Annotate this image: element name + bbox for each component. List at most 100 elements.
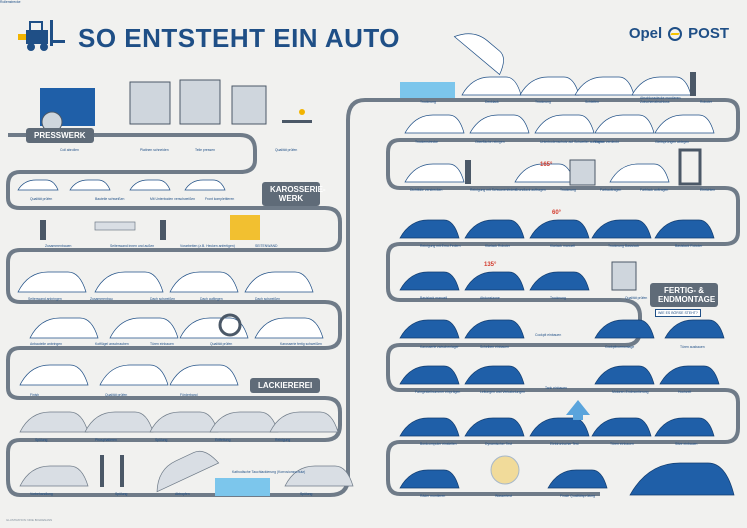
left-station-label: Seitenwand anbringen — [28, 297, 62, 301]
right-station-label: Bordcomputer einstellen — [420, 442, 457, 446]
temp-165: 165° — [540, 162, 553, 168]
right-station-label: Grundlack auftragen — [515, 188, 546, 192]
left-station-label: Spülung — [300, 492, 313, 496]
left-station-label: Kathodische Tauchlackierung (Korrosionss… — [232, 470, 306, 474]
opel-emblem-icon — [668, 26, 683, 41]
section-presswerk: PRESSWERK — [26, 128, 94, 143]
right-station-label: Roboter — [700, 100, 713, 104]
right-station-label: Hochzeit — [678, 390, 692, 394]
right-station-label: Qualität prüfen — [625, 296, 648, 300]
left-station-label: Abtropfen — [175, 492, 190, 496]
right-station-label: Trocknung — [560, 188, 576, 192]
right-station-label: Trocknung Basislack — [608, 244, 640, 248]
temp-135: 135° — [484, 262, 497, 268]
left-station-label: Qualität prüfen — [30, 197, 53, 201]
brand-opel: Opel — [628, 25, 663, 42]
right-car-row-4 — [399, 219, 715, 239]
right-station-label: Klarlack Roboter — [485, 244, 511, 248]
left-station-label: Spülung — [115, 492, 128, 496]
left-station-label: Anbauteile anbringen — [30, 342, 63, 346]
right-car-row-1 — [461, 72, 696, 96]
right-station-label: Dynamischer Test — [485, 442, 512, 446]
right-station-label: Reinigung mit Emu-Federn — [420, 244, 461, 248]
left-station-label: Karosserie fertig schweißen — [280, 342, 322, 346]
right-station-label: Basislack Roboter — [675, 244, 703, 248]
left-station-label: Vorbehandlung — [30, 492, 53, 496]
left-robot-row — [40, 215, 260, 240]
right-station-label: Basislack manuell — [420, 296, 448, 300]
right-conveyor-belt — [380, 98, 740, 496]
left-station-label: Qualität prüfen — [210, 342, 233, 346]
left-station-label: Finish — [30, 393, 40, 397]
left-station-label: Seitenwand innen und außen — [110, 244, 155, 248]
left-station-label: Coil abrollen — [60, 148, 79, 152]
left-station-label: Reinigung — [275, 438, 291, 442]
right-station-label: Motoren-Endmontierung — [612, 390, 649, 394]
right-station-label: Cockpitvormontage — [605, 345, 635, 349]
right-car-row-7 — [399, 365, 720, 385]
right-car-row-5 — [399, 261, 637, 291]
left-station-label: Türen einbauen — [150, 342, 174, 346]
left-station-label: Mit Unterboden verschweißen — [150, 197, 196, 201]
right-station-label: Decklack — [485, 100, 499, 104]
press-machine-3 — [231, 85, 267, 125]
right-station-label: Finale Qualitätsprüfung — [560, 494, 596, 498]
brand-logo: Opel POST — [629, 25, 729, 42]
press-machine-1 — [129, 81, 171, 125]
right-station-label: Farblack auftragen — [640, 188, 669, 192]
left-station-label: Vorarbeiten (z.B. Hecken anfertigen) — [180, 244, 235, 248]
left-station-label: Qualität prüfen — [105, 393, 128, 397]
left-car-row-7 — [19, 450, 354, 496]
right-station-label: Trocknung — [535, 100, 551, 104]
left-car-row-4 — [29, 313, 324, 339]
left-station-label: Phosphatieren — [95, 438, 117, 442]
left-station-label: Förderband — [180, 393, 198, 397]
right-station-label: Abdunstzone — [480, 296, 500, 300]
left-conveyor-belt — [6, 98, 380, 497]
forklift-icon — [18, 20, 65, 51]
right-station-label: Elektronischer Test — [550, 442, 579, 446]
right-station-label: Rollenstrecke — [0, 0, 21, 4]
right-station-label: Tank einbauen — [545, 386, 568, 390]
press-machine-2 — [179, 79, 221, 125]
left-station-label: Zusammenbau — [90, 297, 113, 301]
right-station-label: Einrichten — [700, 188, 716, 192]
left-station-label: Bauteile schweißen — [95, 197, 125, 201]
brand-post: POST — [688, 25, 729, 42]
right-car-row-9 — [399, 455, 735, 496]
left-car-row-3 — [17, 271, 314, 293]
section-karosseriewerk: KAROSSERIE-WERK — [262, 182, 326, 206]
right-station-label: Räder montieren — [420, 494, 446, 498]
section-lackiererei: LACKIEREREI — [250, 378, 321, 393]
temp-60: 60° — [552, 210, 562, 216]
right-station-label: Trockenstrecke — [415, 140, 439, 144]
right-station-label: Reinigung mit Schwanenfedern — [470, 188, 518, 192]
left-station-label: SEITENWAND — [255, 244, 278, 248]
section-fertig-endmontage: FERTIG- & ENDMONTAGE — [650, 283, 718, 307]
final-car — [629, 462, 735, 496]
left-station-label: Zusammenbauen — [45, 244, 72, 248]
right-station-label: Gleitsprüngen ablegen — [655, 140, 690, 144]
right-station-label: Abschlussdecke montieren — [640, 96, 681, 100]
left-station-label: Dach aufliegen — [200, 297, 223, 301]
left-station-label: Spülung — [35, 438, 48, 442]
right-station-label: Türen einbauen — [610, 442, 634, 446]
left-station-label: Kotflügel anschrauben — [95, 342, 129, 346]
right-station-label: Wassertest — [495, 494, 512, 498]
right-station-label: Scheiben einbauen — [480, 345, 510, 349]
right-station-label: Unterbodenschutz auf Schweller auftragen — [540, 140, 605, 144]
right-station-label: Karton verdeckt — [595, 140, 619, 144]
right-station-label: Schleifen — [585, 100, 599, 104]
right-station-label: Klarlack manuell — [550, 244, 575, 248]
water-tank — [400, 82, 455, 98]
right-station-label: Fahrgestellnummer einprägen — [415, 390, 461, 394]
page-title: SO ENTSTEHT EIN AUTO — [78, 23, 401, 53]
left-station-label: Entfettung — [215, 438, 231, 442]
right-station-label: Leitungen und Verkabelungen — [480, 390, 526, 394]
right-station-label: Farbauftragen — [600, 188, 622, 192]
left-station-label: Qualität prüfen — [275, 148, 298, 152]
left-station-label: Dach schweißen — [150, 297, 176, 301]
left-car-row-5 — [19, 364, 239, 386]
right-station-label: Dichtfolie verstrecken — [410, 188, 443, 192]
